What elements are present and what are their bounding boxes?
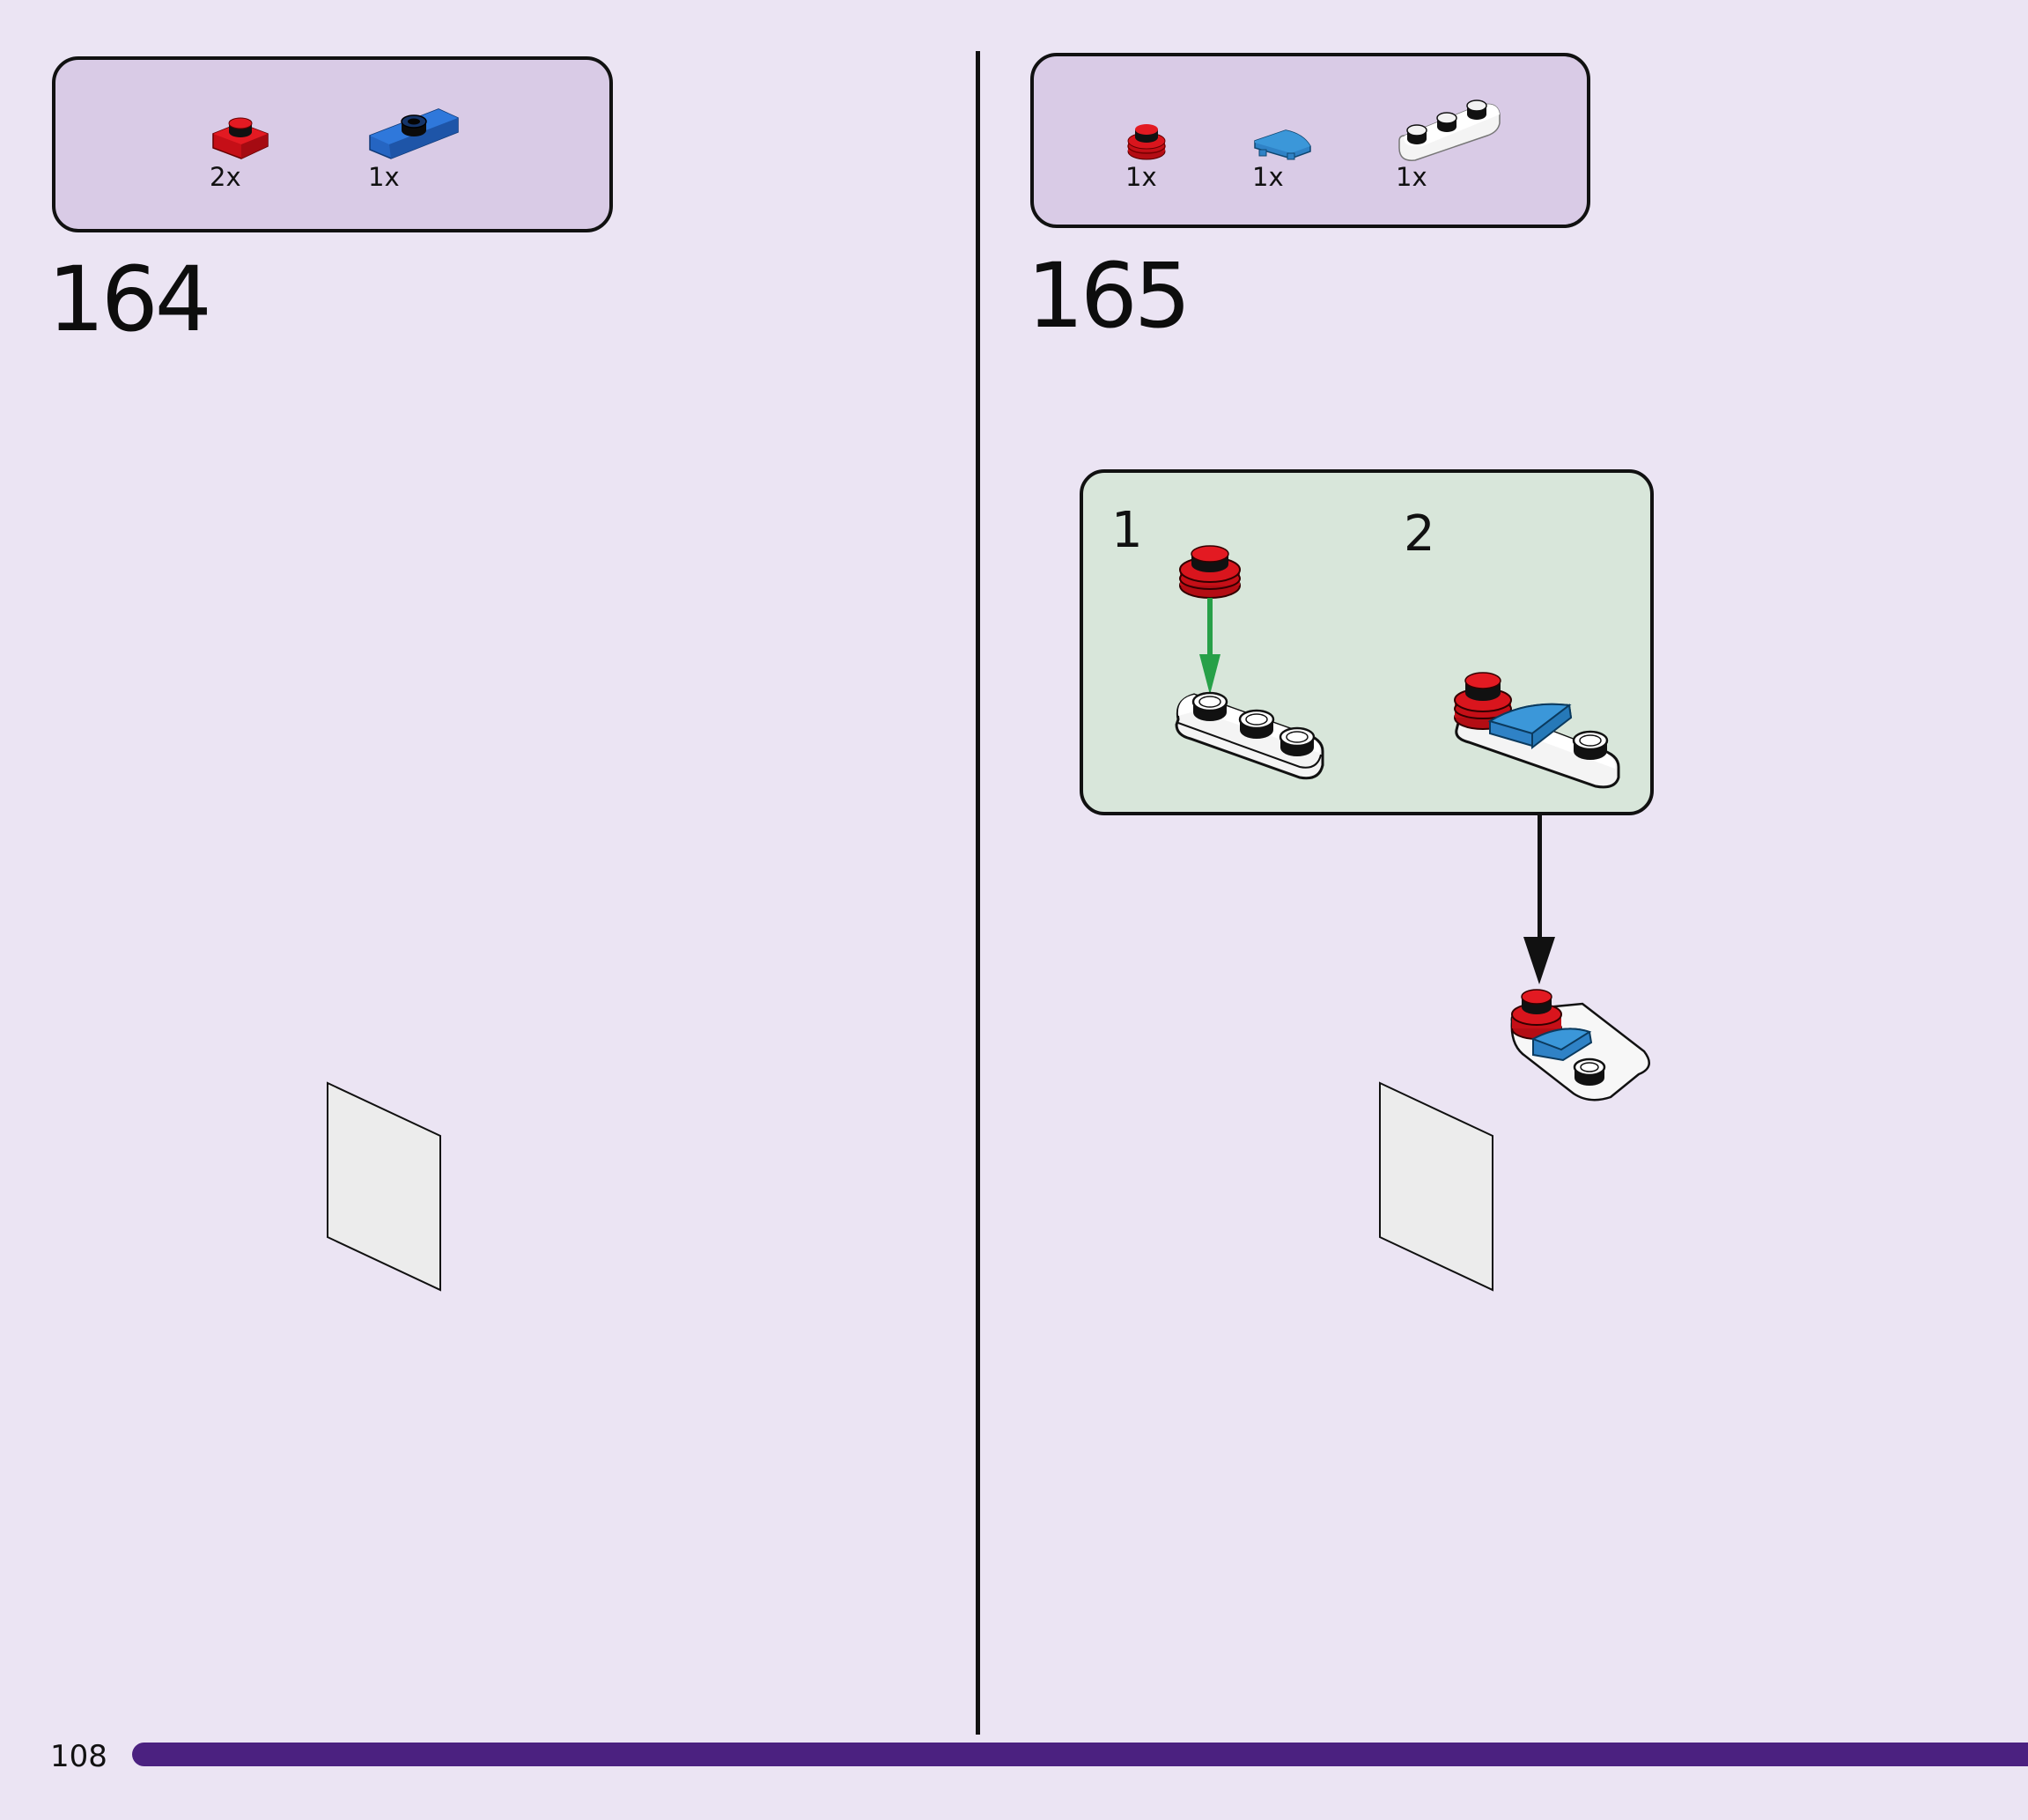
- assembled-model-step-164: [327, 1081, 441, 1292]
- red-round-plate-icon: [1127, 124, 1166, 160]
- part-quantity: 2x: [210, 162, 241, 192]
- callout-down-arrow-icon: [1523, 815, 1555, 984]
- parts-list-step-164: 2x 1x: [52, 56, 613, 232]
- step-number: 164: [48, 247, 212, 352]
- page-number: 108: [50, 1739, 107, 1774]
- added-sub-assembly: [1510, 989, 1650, 1102]
- green-down-arrow-icon: [1199, 598, 1220, 695]
- sub-step-number: 1: [1111, 502, 1143, 559]
- step-number: 165: [1027, 244, 1191, 349]
- footer-bar: [132, 1743, 2028, 1766]
- red-plate-1x1-icon: [212, 117, 269, 159]
- white-rounded-plate-icon: [1398, 99, 1501, 161]
- sub-assembly-callout: 1 2: [1080, 469, 1654, 815]
- assembled-model-step-165: [1379, 989, 1650, 1292]
- blue-jumper-plate-icon: [369, 108, 459, 159]
- part-quantity: 1x: [1125, 162, 1157, 192]
- column-divider: [976, 51, 980, 1735]
- parts-list-step-165: 1x 1x 1x: [1030, 53, 1590, 228]
- part-quantity: 1x: [1252, 162, 1284, 192]
- sub-step-1-illustration: [1175, 545, 1324, 780]
- model-body: [327, 1081, 441, 1292]
- blue-quarter-tile-icon: [1254, 129, 1311, 160]
- part-quantity: 1x: [1396, 162, 1427, 192]
- model-body: [1379, 1081, 1493, 1292]
- sub-step-number: 2: [1404, 505, 1435, 563]
- sub-step-2-illustration: [1454, 672, 1620, 789]
- part-quantity: 1x: [368, 162, 400, 192]
